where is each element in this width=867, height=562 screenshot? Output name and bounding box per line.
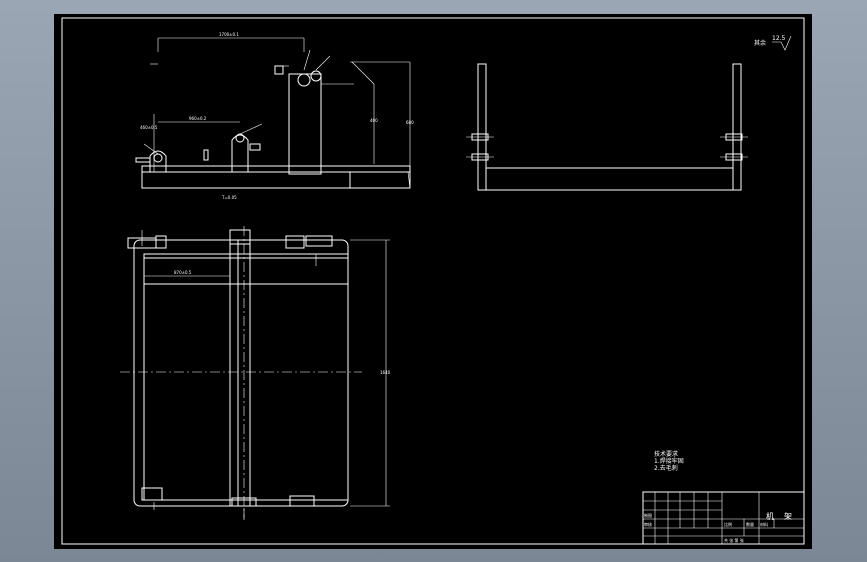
dim-mid-len: 960±0.2 bbox=[189, 116, 207, 121]
label-scale: 比例 bbox=[724, 521, 732, 527]
notes-line2: 2.去毛刺 bbox=[654, 464, 678, 472]
notes-title: 技术要求 bbox=[654, 450, 678, 458]
cad-drawing: 其余 12.5 1700±0.1 960±0.2 460±0.5 bbox=[61, 17, 805, 545]
title-block: 制图 审核 比例 数量 材料 共 张 第 张 机 架 bbox=[642, 491, 805, 545]
dim-plan-width: 870±0.5 bbox=[174, 270, 192, 275]
dim-side: 400 bbox=[370, 118, 378, 123]
label-drawn: 制图 bbox=[644, 512, 652, 518]
front-view: 1700±0.1 960±0.2 460±0.5 680 400 T=0.05 bbox=[135, 32, 414, 200]
dim-height-right: 680 bbox=[406, 120, 414, 125]
drawing-border bbox=[61, 17, 805, 545]
label-sheet: 共 张 第 张 bbox=[724, 537, 744, 543]
roughness-label: 其余 bbox=[754, 39, 766, 47]
dim-height-left: 460±0.5 bbox=[140, 125, 158, 130]
technical-notes: 技术要求 1.焊接牢固 2.去毛刺 bbox=[654, 450, 684, 472]
label-material: 材料 bbox=[760, 521, 768, 527]
label-count: 数量 bbox=[746, 521, 754, 527]
side-view bbox=[466, 63, 748, 191]
part-name-2: 架 bbox=[784, 512, 792, 521]
part-name-1: 机 bbox=[766, 511, 774, 521]
dim-base: T=0.05 bbox=[221, 195, 237, 200]
dim-top-overall: 1700±0.1 bbox=[219, 32, 239, 37]
roughness-symbol: 其余 12.5 bbox=[754, 35, 792, 51]
dim-plan-height: 1640 bbox=[380, 370, 391, 375]
roughness-value: 12.5 bbox=[772, 35, 786, 42]
label-checked: 审核 bbox=[644, 521, 652, 527]
notes-line1: 1.焊接牢固 bbox=[654, 457, 684, 465]
cad-viewport[interactable]: 其余 12.5 1700±0.1 960±0.2 460±0.5 bbox=[54, 14, 812, 549]
plan-view: 870±0.5 1640 bbox=[120, 226, 391, 520]
